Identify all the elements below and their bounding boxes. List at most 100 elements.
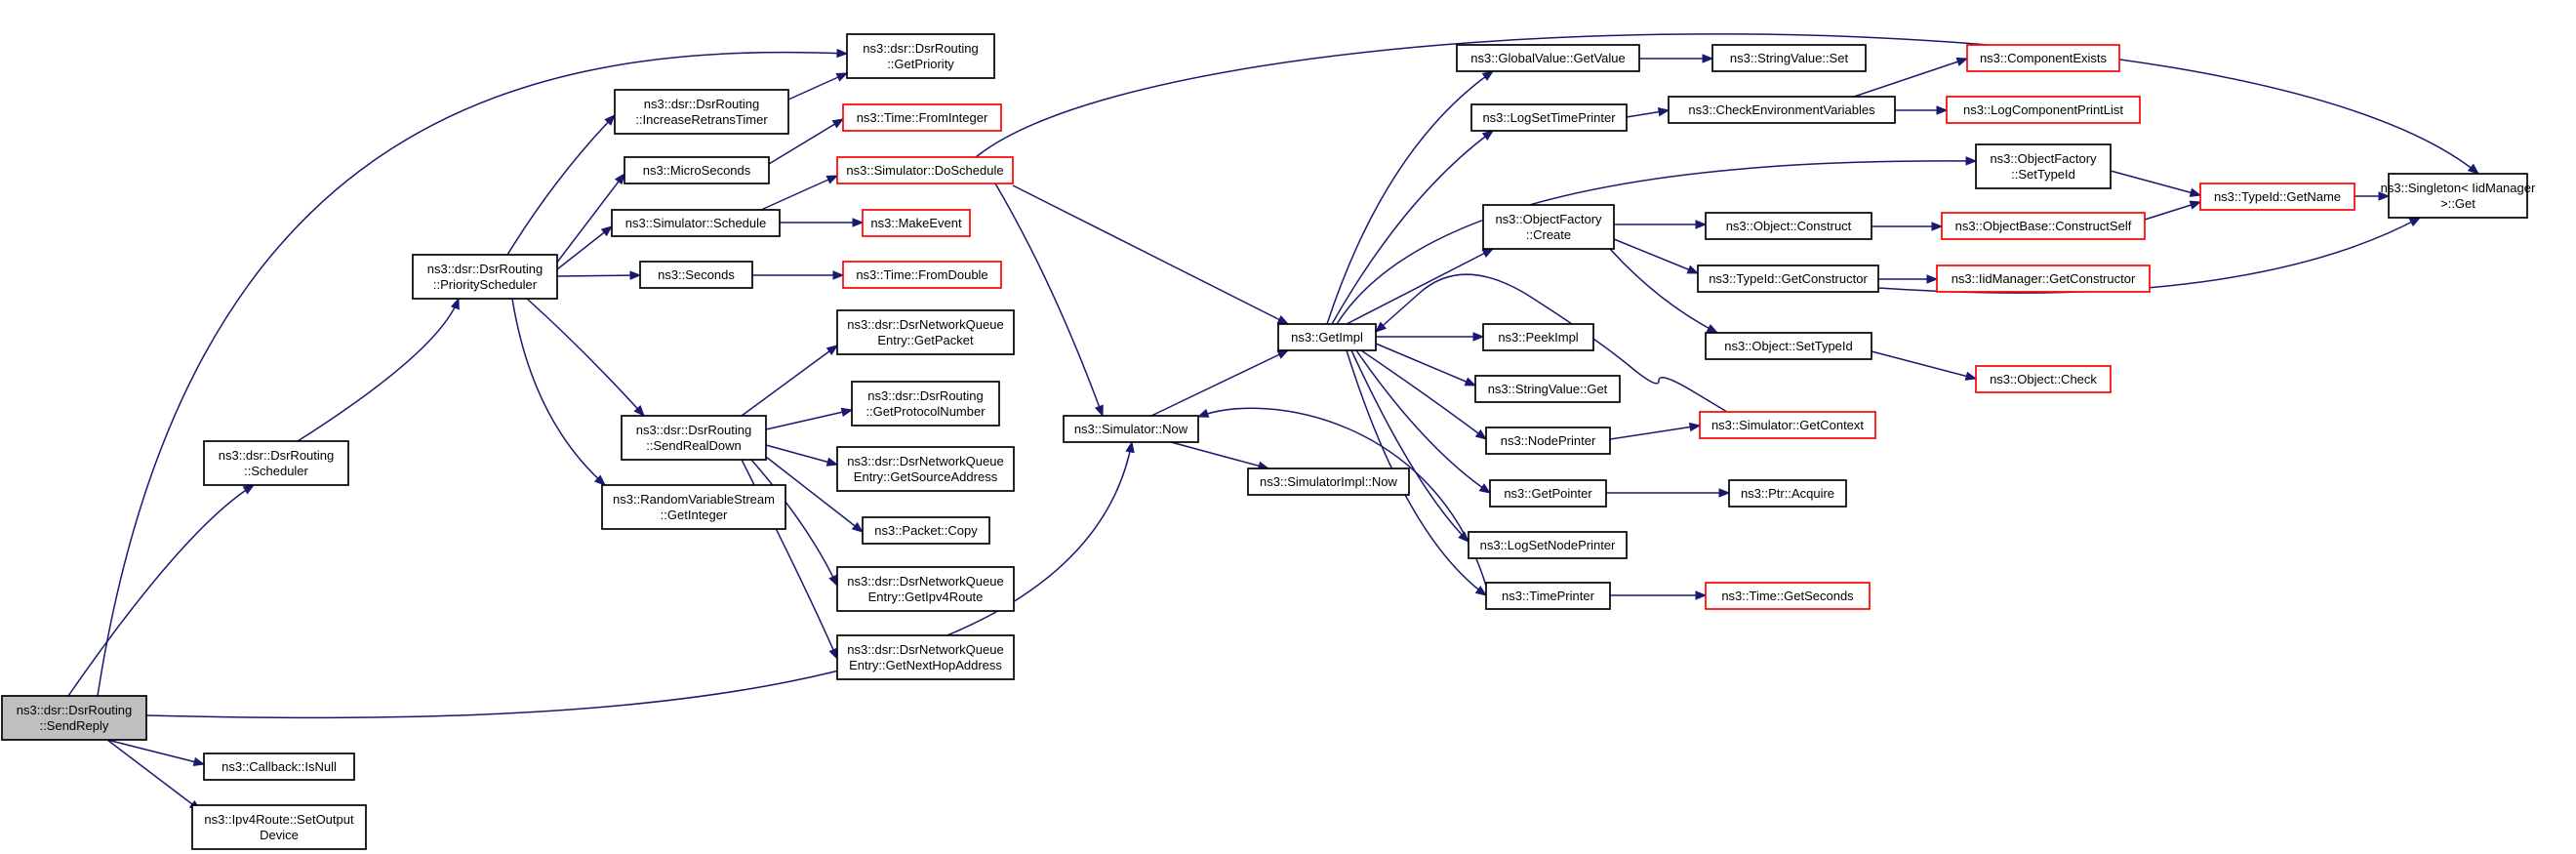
node-scheduler[interactable]: ns3::dsr::DsrRouting::Scheduler [203,440,349,486]
arrowhead [1931,222,1944,231]
node-string-value-set[interactable]: ns3::StringValue::Set [1711,44,1867,72]
edge-line [1012,184,1289,325]
node-get-priority[interactable]: ns3::dsr::DsrRouting::GetPriority [846,33,995,79]
arrowhead [1706,323,1719,334]
node-box [862,209,971,237]
edge-line [145,441,1133,719]
node-packet-copy[interactable]: ns3::Packet::Copy [862,516,990,545]
edge-priority-scheduler-to-seconds [556,270,642,280]
node-label-line: ns3::IidManager::GetConstructor [1952,271,2136,286]
node-global-value-get-value[interactable]: ns3::GlobalValue::GetValue [1456,44,1640,72]
node-get-impl[interactable]: ns3::GetImpl [1277,323,1377,351]
node-sim-get-context[interactable]: ns3::Simulator::GetContext [1699,411,1876,439]
node-type-id-get-name[interactable]: ns3::TypeId::GetName [2199,183,2355,211]
node-label-line: ns3::dsr::DsrRouting [219,448,335,463]
node-sim-now[interactable]: ns3::Simulator::Now [1063,415,1199,443]
node-label-line: ns3::dsr::DsrNetworkQueue [847,574,1003,589]
node-check-env-vars[interactable]: ns3::CheckEnvironmentVariables [1668,96,1896,124]
node-box [842,103,1002,132]
node-object-construct[interactable]: ns3::Object::Construct [1705,212,1872,240]
arrowhead [1481,70,1495,81]
edge-get-impl-to-string-value-get [1375,343,1477,386]
node-node-printer[interactable]: ns3::NodePrinter [1485,427,1611,455]
node-box [1456,44,1640,72]
edge-send-reply-to-get-priority [97,48,849,697]
node-increase-retrans-timer[interactable]: ns3::dsr::DsrRouting::IncreaseRetransTim… [614,89,789,135]
node-label-line: ns3::dsr::DsrRouting [636,423,752,437]
node-box [1470,103,1628,132]
node-get-ipv4-route[interactable]: ns3::dsr::DsrNetworkQueueEntry::GetIpv4R… [836,566,1015,612]
node-label-line: ns3::GetImpl [1291,330,1363,345]
node-box [2388,173,2528,219]
node-box [1489,479,1607,508]
node-seconds[interactable]: ns3::Seconds [639,261,753,289]
node-string-value-get[interactable]: ns3::StringValue::Get [1474,375,1621,403]
node-sim-impl-now[interactable]: ns3::SimulatorImpl::Now [1247,468,1410,496]
node-label-line: ns3::PeekImpl [1498,330,1578,345]
node-object-factory-create[interactable]: ns3::ObjectFactory::Create [1482,204,1615,250]
node-box [614,89,789,135]
node-get-packet[interactable]: ns3::dsr::DsrNetworkQueueEntry::GetPacke… [836,309,1015,355]
arrowhead [828,574,838,588]
node-do-schedule[interactable]: ns3::Simulator::DoSchedule [836,156,1014,184]
node-box [1482,323,1594,351]
node-peek-impl[interactable]: ns3::PeekImpl [1482,323,1594,351]
edge-line [106,739,201,811]
node-send-real-down[interactable]: ns3::dsr::DsrRouting::SendRealDown [621,415,767,461]
node-send-reply[interactable]: ns3::dsr::DsrRouting::SendReply [1,695,147,741]
arrowhead [594,474,607,486]
edge-send-real-down-to-get-source-address [765,444,839,467]
arrowhead [600,225,614,237]
edge-line [1346,349,1487,596]
node-sim-schedule[interactable]: ns3::Simulator::Schedule [611,209,781,237]
node-label-line: ns3::ComponentExists [1980,51,2108,65]
node-get-source-address[interactable]: ns3::dsr::DsrNetworkQueueEntry::GetSourc… [836,446,1015,492]
node-log-set-time-printer[interactable]: ns3::LogSetTimePrinter [1470,103,1628,132]
node-object-check[interactable]: ns3::Object::Check [1975,365,2112,393]
edge-check-env-vars-to-log-component-print-list [1895,105,1949,115]
node-get-next-hop-address[interactable]: ns3::dsr::DsrNetworkQueueEntry::GetNextH… [836,634,1015,680]
edge-get-impl-to-node-printer [1360,349,1488,440]
edge-line [1350,349,1469,543]
node-get-protocol-number[interactable]: ns3::dsr::DsrRouting::GetProtocolNumber [851,381,1000,427]
node-get-pointer[interactable]: ns3::GetPointer [1489,479,1607,508]
node-callback-is-null[interactable]: ns3::Callback::IsNull [203,752,355,781]
node-label-line: ns3::ObjectFactory [1990,151,2097,166]
node-get-integer[interactable]: ns3::RandomVariableStream::GetInteger [601,484,786,530]
edge-get-impl-to-time-printer [1346,349,1488,596]
edge-line [1613,238,1699,274]
node-component-exists[interactable]: ns3::ComponentExists [1966,44,2120,72]
node-make-event[interactable]: ns3::MakeEvent [862,209,971,237]
node-time-get-seconds[interactable]: ns3::Time::GetSeconds [1705,582,1871,610]
node-micro-seconds[interactable]: ns3::MicroSeconds [624,156,770,184]
node-box [1482,204,1615,250]
node-object-base-construct-self[interactable]: ns3::ObjectBase::ConstructSelf [1941,212,2146,240]
node-type-id-get-constructor[interactable]: ns3::TypeId::GetConstructor [1697,264,1879,293]
node-time-from-integer[interactable]: ns3::Time::FromInteger [842,103,1002,132]
node-iid-manager-get-constructor[interactable]: ns3::IidManager::GetConstructor [1936,264,2151,293]
edge-line [1170,441,1269,469]
node-time-from-double[interactable]: ns3::Time::FromDouble [842,261,1002,289]
arrowhead [851,521,865,533]
edge-priority-scheduler-to-send-real-down [526,298,645,417]
node-ptr-acquire[interactable]: ns3::Ptr::Acquire [1728,479,1847,508]
edge-line [765,444,838,466]
arrowhead [1718,488,1731,498]
node-label-line: ns3::MicroSeconds [643,163,751,178]
node-log-set-node-printer[interactable]: ns3::LogSetNodePrinter [1468,531,1628,559]
edge-scheduler-to-priority-scheduler [297,297,460,442]
node-label-line: >::Get [2440,196,2475,211]
node-priority-scheduler[interactable]: ns3::dsr::DsrRouting::PriorityScheduler [412,254,558,300]
node-log-component-print-list[interactable]: ns3::LogComponentPrintList [1946,96,2141,124]
node-label-line: ns3::Time::GetSeconds [1721,589,1854,603]
node-object-factory-set-type-id[interactable]: ns3::ObjectFactory::SetTypeId [1975,143,2112,189]
edge-sim-now-to-sim-impl-now [1170,441,1270,470]
node-time-printer[interactable]: ns3::TimePrinter [1485,582,1611,610]
edge-line [765,456,864,533]
node-singleton-get[interactable]: ns3::Singleton< IidManager >::Get [2381,173,2536,219]
node-object-set-type-id[interactable]: ns3::Object::SetTypeId [1705,332,1872,360]
arrowhead [192,756,206,767]
node-label-line: ::GetInteger [661,508,728,522]
edge-line [975,33,2479,175]
